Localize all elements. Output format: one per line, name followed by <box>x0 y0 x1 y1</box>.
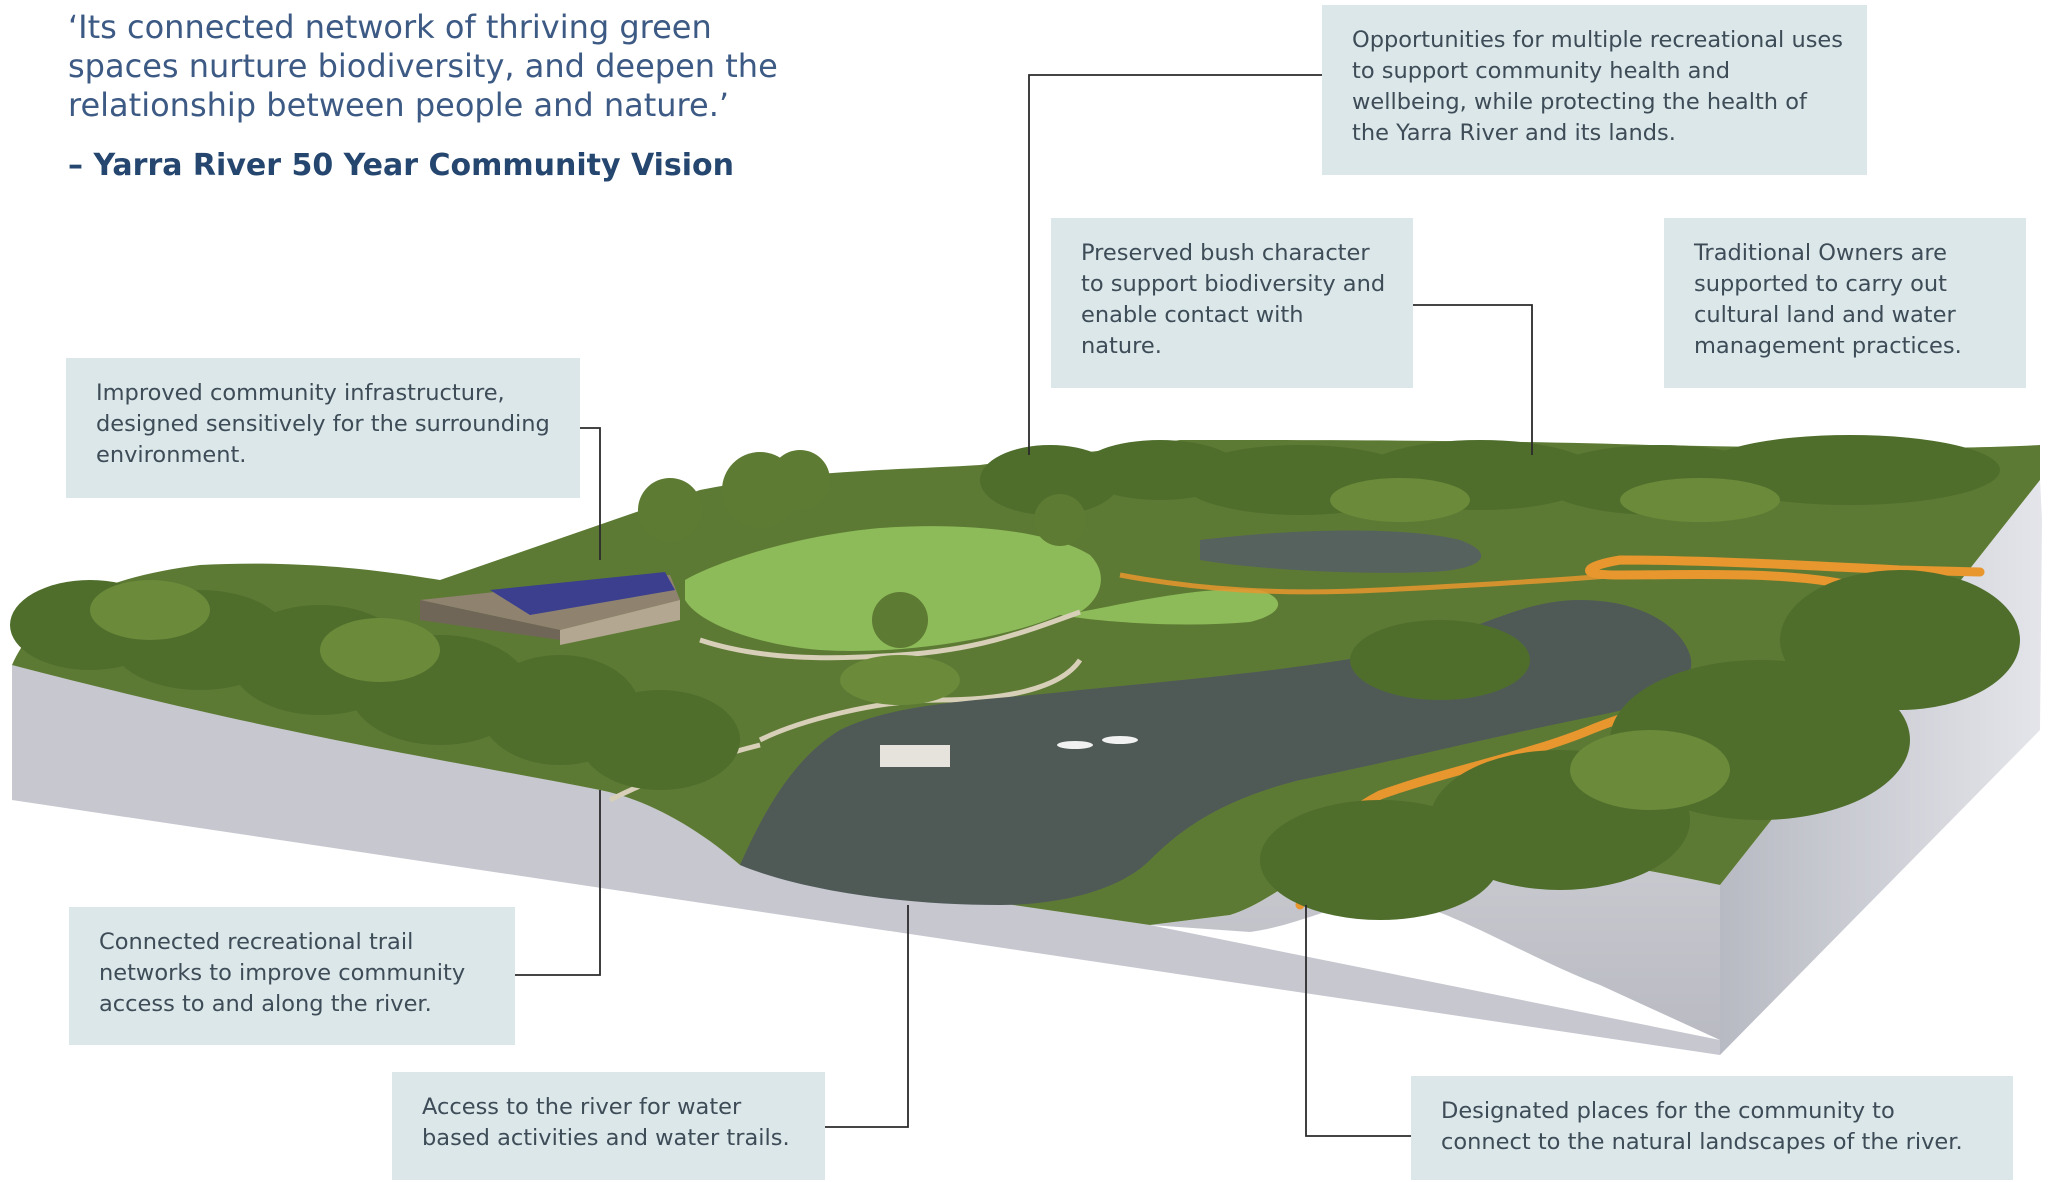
quote-attribution: – Yarra River 50 Year Community Vision <box>68 148 735 183</box>
community-building <box>420 572 680 645</box>
callout-recreational-uses: Opportunities for multiple recreational … <box>1322 5 1867 175</box>
leader-line-river-access <box>825 905 909 1128</box>
callout-trail-networks: Connected recreational trail networks to… <box>69 907 515 1045</box>
callout-community-infrastructure: Improved community infrastructure, desig… <box>66 358 580 498</box>
callout-traditional-owners: Traditional Owners are supported to carr… <box>1664 218 2026 388</box>
leader-line-recreational-uses <box>1028 74 1322 455</box>
leader-line-bush-character <box>1411 304 1533 455</box>
leader-line-designated-places <box>1305 905 1411 1137</box>
callout-designated-places: Designated places for the community to c… <box>1411 1076 2013 1180</box>
leader-line-community-infrastructure <box>580 427 601 560</box>
callout-bush-character: Preserved bush character to support biod… <box>1051 218 1413 388</box>
leader-line-trail-networks <box>515 790 601 976</box>
vision-quote: ‘Its connected network of thriving green… <box>68 8 778 124</box>
lawn <box>685 526 1279 651</box>
callout-river-access: Access to the river for water based acti… <box>392 1072 825 1180</box>
